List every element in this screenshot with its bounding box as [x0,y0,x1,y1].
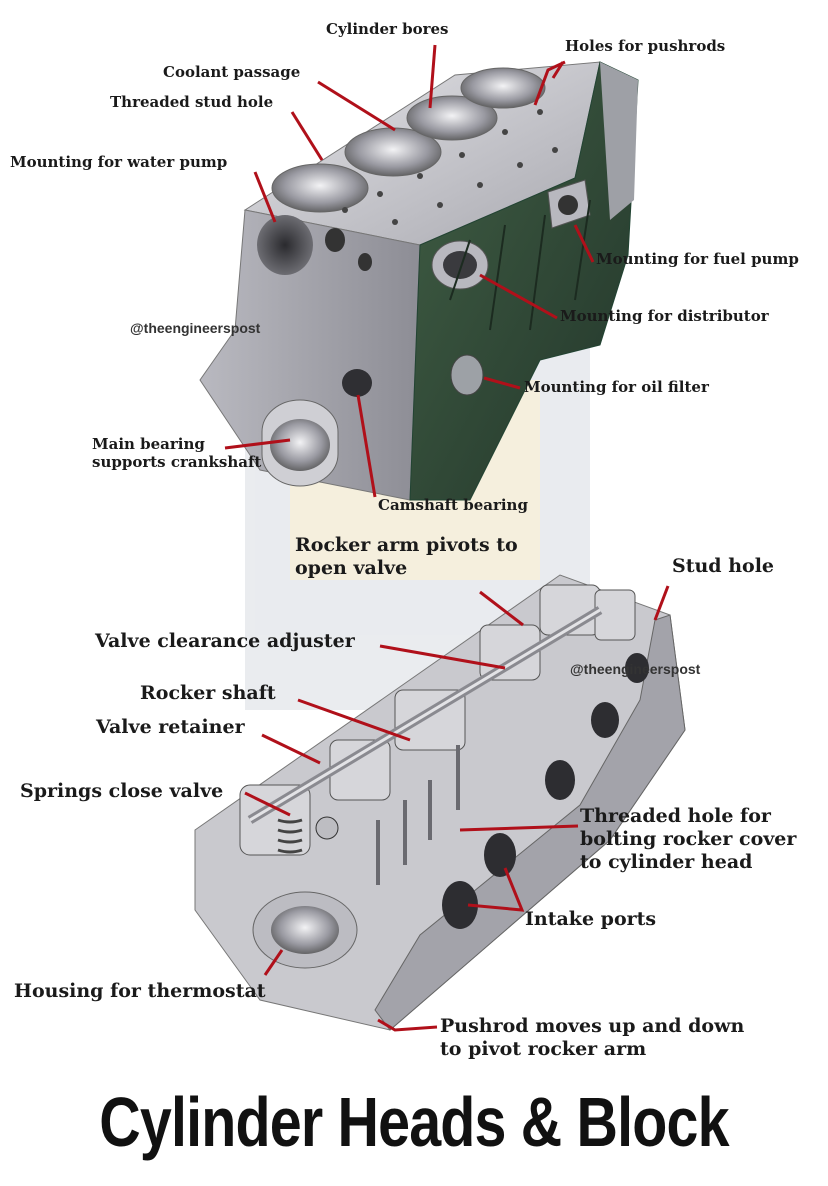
label-camshaft-bearing: Camshaft bearing [378,496,528,514]
page-title: Cylinder Heads & Block [99,1083,729,1161]
label-main-bearing: Main bearing supports crankshaft [92,435,262,471]
label-mounting-distributor: Mounting for distributor [560,307,769,325]
label-springs-close-valve: Springs close valve [20,780,224,802]
cylinder-head [194,574,686,1031]
label-rocker-shaft: Rocker shaft [140,682,276,704]
label-valve-retainer: Valve retainer [96,716,245,738]
leader-lines [224,44,670,1032]
label-intake-ports: Intake ports [525,908,657,930]
label-mounting-water-pump: Mounting for water pump [10,153,228,171]
label-housing-for-thermostat: Housing for thermostat [14,980,266,1002]
label-cylinder-bores: Cylinder bores [326,20,449,38]
label-threaded-hole-rocker-cover: Threaded hole for bolting rocker cover t… [580,805,797,873]
label-mounting-fuel-pump: Mounting for fuel pump [596,250,799,268]
label-valve-clearance-adjuster: Valve clearance adjuster [95,630,355,652]
watermark-head: @theengineerspost [570,661,701,677]
label-mounting-oil-filter: Mounting for oil filter [524,378,709,396]
label-pushrod-moves: Pushrod moves up and down to pivot rocke… [440,1015,745,1060]
label-stud-hole: Stud hole [672,555,775,577]
label-coolant-passage: Coolant passage [163,63,301,81]
engine-block [199,61,639,501]
watermark-block: @theengineerspost [130,320,261,336]
label-holes-for-pushrods: Holes for pushrods [565,37,726,55]
label-rocker-arm-pivots: Rocker arm pivots to open valve [295,534,518,579]
label-threaded-stud-hole: Threaded stud hole [110,93,274,111]
